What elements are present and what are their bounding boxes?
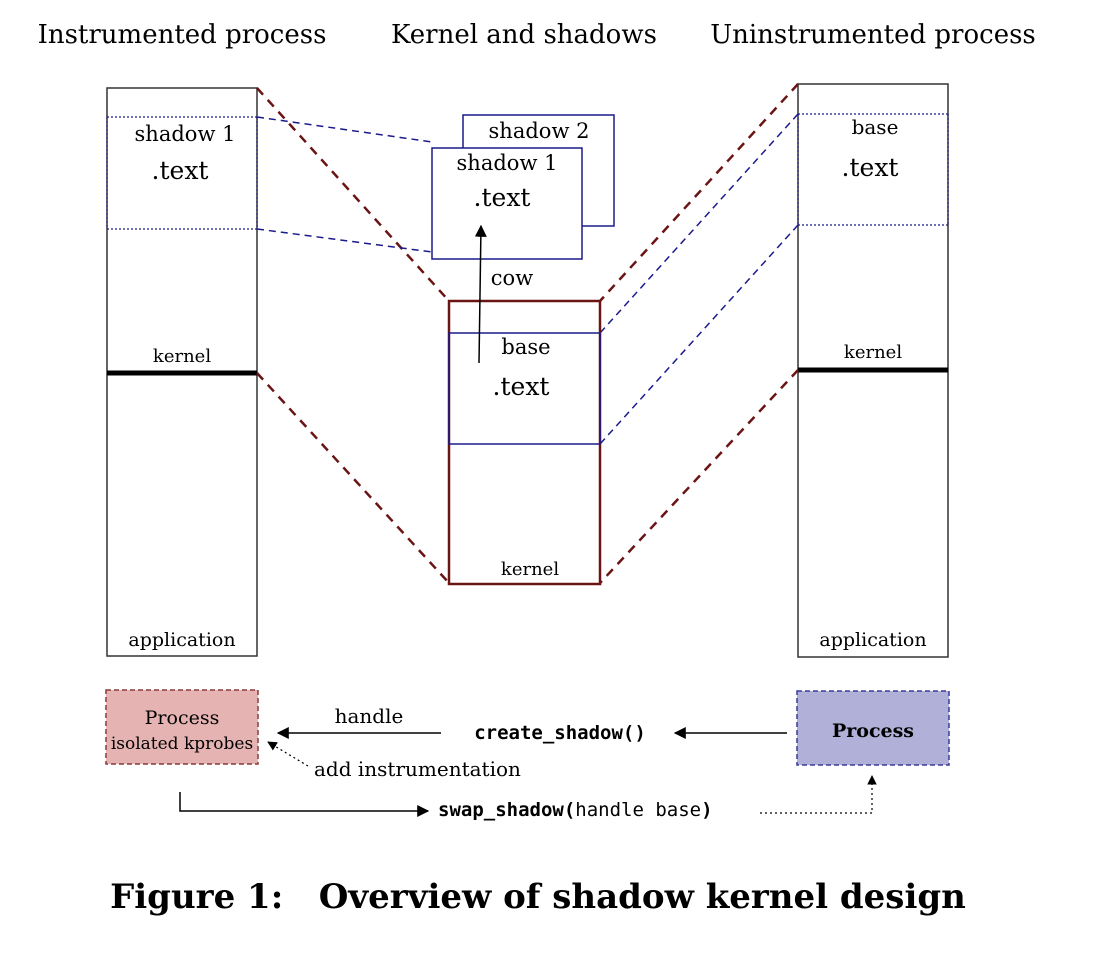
swap-shadow-close: ): [701, 799, 712, 821]
heading-uninstrumented-process: Uninstrumented process: [710, 20, 1036, 50]
create-shadow-label: create_shadow(): [474, 722, 646, 744]
center-kernel-box: base .text kernel: [447, 299, 602, 586]
right-text-label: .text: [842, 153, 899, 182]
instrumented-process-label: Process: [145, 707, 220, 729]
center-kernel-label: kernel: [501, 559, 559, 580]
left-kernel-label: kernel: [153, 346, 211, 367]
swap-shadow-fn: swap_shadow(: [438, 799, 575, 821]
center-base-text-label: .text: [493, 372, 550, 401]
base-text-section: [448, 332, 601, 445]
cow-label: cow: [491, 266, 533, 290]
instrumented-address-space: shadow 1 .text kernel application: [106, 87, 258, 657]
shadow1-text-label: .text: [474, 183, 531, 212]
left-shadow1-label: shadow 1: [135, 122, 236, 146]
heading-instrumented-process: Instrumented process: [38, 20, 327, 50]
isolated-kprobes-label: isolated kprobes: [111, 734, 253, 754]
add-instrumentation-label: add instrumentation: [314, 757, 521, 781]
kernel-mapping-lines: [256, 83, 799, 584]
heading-kernel-and-shadows: Kernel and shadows: [391, 20, 657, 50]
uninstrumented-address-space: base .text kernel application: [797, 83, 949, 658]
right-base-label: base: [852, 115, 899, 139]
swap-shadow-call: swap_shadow(handle base): [438, 799, 713, 821]
center-base-label: base: [501, 335, 550, 359]
shadow-boxes: shadow 2 shadow 1 .text: [431, 114, 615, 260]
swap-shadow-args: handle base: [575, 799, 701, 821]
left-application-label: application: [128, 629, 235, 651]
swap-shadow-arrow: [179, 792, 430, 817]
right-application-label: application: [819, 629, 926, 651]
add-instrumentation-arrow: [267, 741, 309, 767]
figure-caption: Figure 1: Overview of shadow kernel desi…: [110, 877, 966, 917]
handle-label: handle: [335, 704, 404, 728]
shadow1-label: shadow 1: [457, 151, 558, 175]
shadow2-label: shadow 2: [489, 119, 590, 143]
instrumented-process-box: Process isolated kprobes: [105, 689, 259, 765]
right-kernel-label: kernel: [844, 342, 902, 363]
shadow1-box: [431, 147, 583, 260]
left-text-label: .text: [152, 156, 209, 185]
uninstrumented-process-label: Process: [832, 720, 914, 742]
cow-arrow: [474, 224, 487, 364]
swap-to-process-dotted-arrow: [760, 775, 877, 814]
text-mapping-lines: [256, 113, 799, 445]
uninstrumented-process-box: Process: [796, 690, 950, 766]
